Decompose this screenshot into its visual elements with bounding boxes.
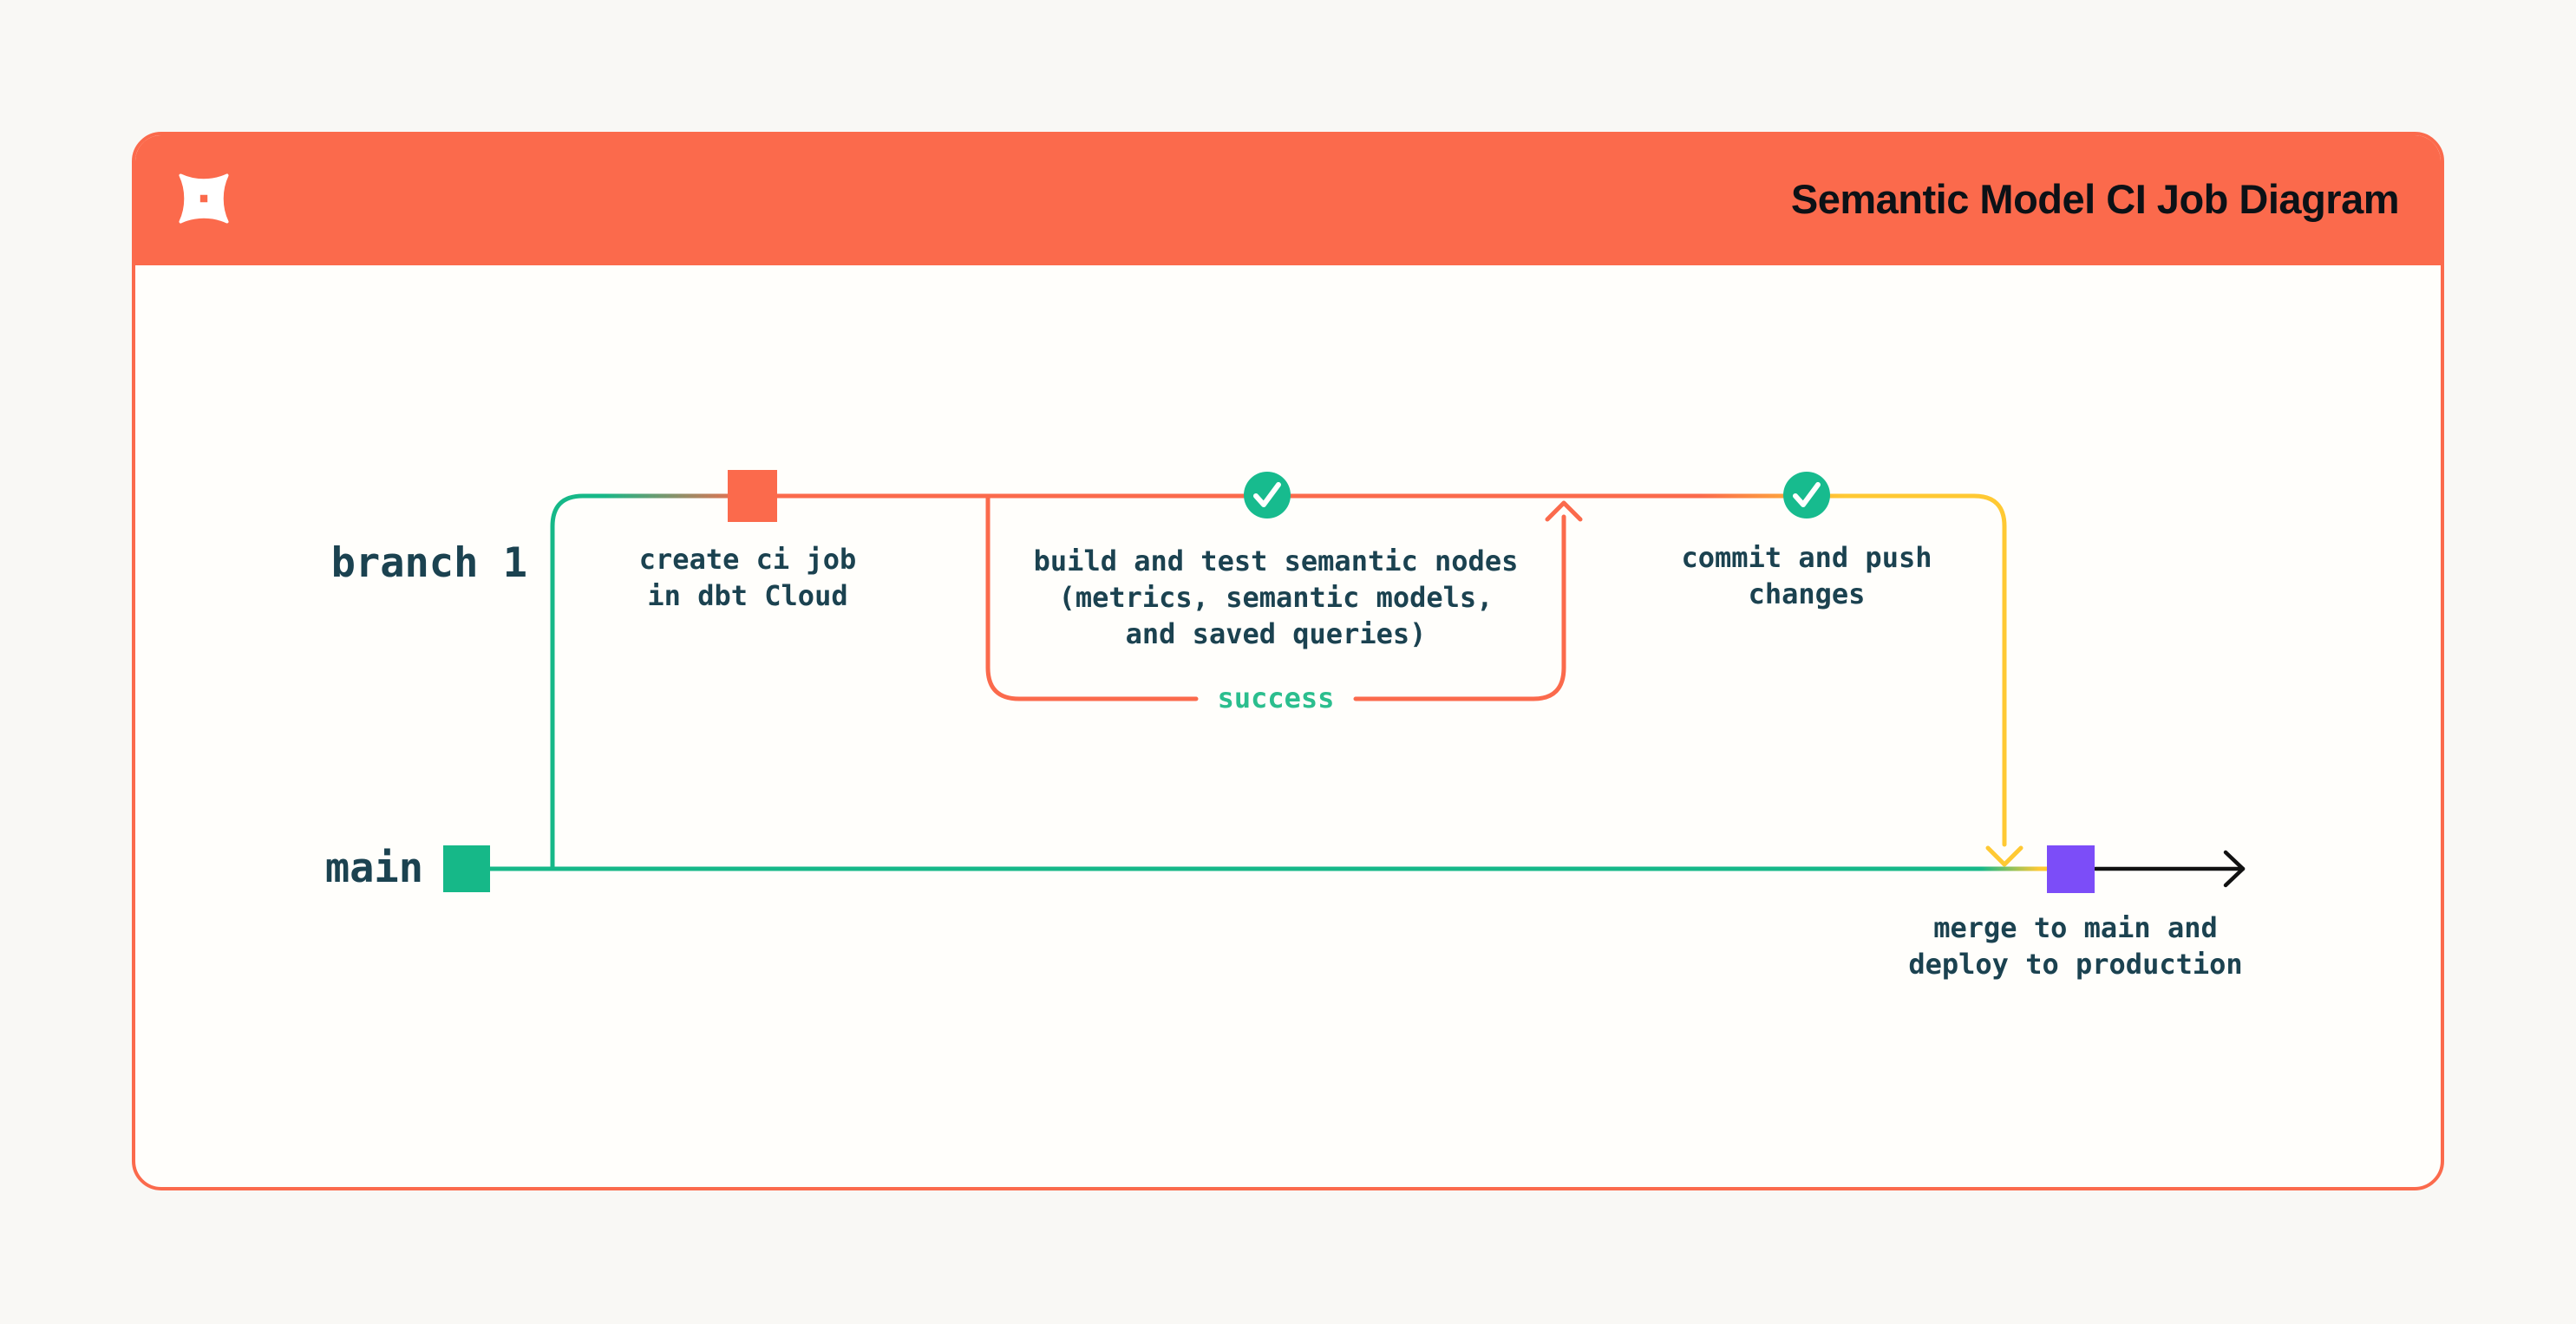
build-test-label: build and test semantic nodes (metrics, … <box>1033 545 1519 650</box>
commit-push-label: commit and push changes <box>1681 541 1932 610</box>
commit-node-main-start <box>443 845 490 892</box>
create-ci-job-label: create ci job in dbt Cloud <box>638 543 857 612</box>
success-label: success <box>1217 682 1335 714</box>
dbt-logo-star <box>179 173 229 224</box>
main-label: main <box>324 845 423 892</box>
diagram-card: Semantic Model CI Job Diagram <box>132 132 2444 1190</box>
commit-node-create-ci <box>728 470 777 522</box>
card-header: Semantic Model CI Job Diagram <box>135 135 2441 265</box>
commit-node-merge <box>2047 845 2095 893</box>
right-arrowhead-icon <box>2223 850 2246 888</box>
page-title: Semantic Model CI Job Diagram <box>1790 175 2400 222</box>
check-circle-commit-push-icon <box>1783 472 1830 519</box>
merge-down-arrowhead-icon <box>1985 845 2024 867</box>
merge-deploy-label: merge to main and deploy to production <box>1908 911 2243 981</box>
success-loop-right <box>1353 514 1566 701</box>
branch-1-label: branch 1 <box>330 539 527 587</box>
success-loop-left <box>985 495 1199 701</box>
success-up-arrowhead-icon <box>1545 500 1583 522</box>
dbt-logo-icon <box>170 165 238 232</box>
check-circle-build-test-icon <box>1244 472 1291 519</box>
